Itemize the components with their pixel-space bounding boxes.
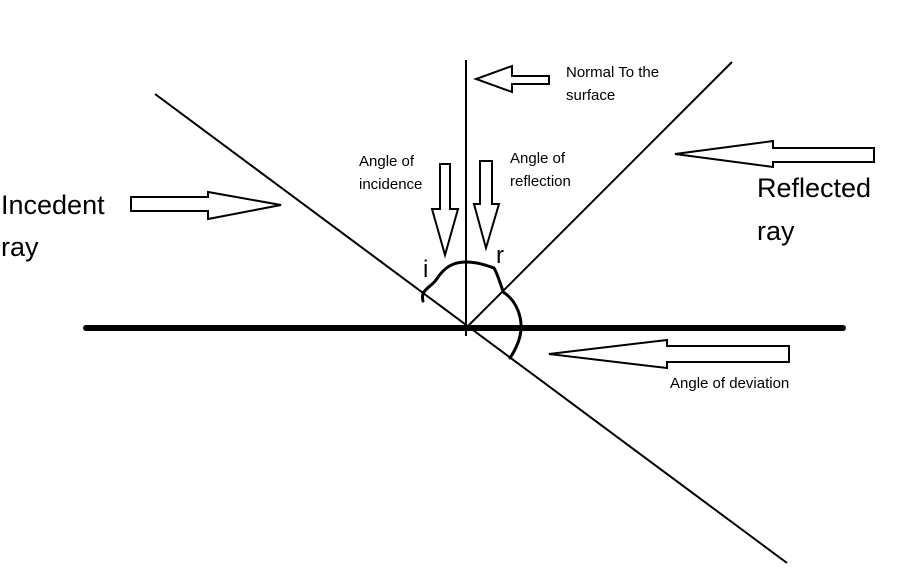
deviation-arrow bbox=[548, 338, 790, 370]
angle-i-label: i bbox=[423, 256, 428, 283]
reflection-label-line1: Angle of bbox=[510, 150, 566, 167]
angle-r-label: r bbox=[496, 242, 504, 269]
incident-ray-line bbox=[154, 93, 788, 564]
incidence-label-line2: incidence bbox=[359, 176, 422, 193]
incidence-reflection-arc bbox=[420, 260, 505, 303]
incident-ray-arrow bbox=[130, 190, 282, 221]
reflected-ray-arrow bbox=[674, 139, 875, 169]
reflected-ray-label-line1: Reflected bbox=[757, 173, 871, 203]
incidence-label-line1: Angle of bbox=[359, 153, 415, 170]
reflection-label-line2: reflection bbox=[510, 173, 571, 190]
deviation-arc bbox=[501, 290, 523, 360]
normal-label-line2: surface bbox=[566, 87, 615, 104]
incident-ray-label-line1: Incedent bbox=[1, 190, 105, 220]
reflection-arrow bbox=[472, 160, 501, 252]
incident-ray-label-line2: ray bbox=[1, 232, 39, 262]
reflected-ray-line bbox=[465, 61, 733, 329]
reflected-ray-label-line2: ray bbox=[757, 216, 795, 246]
incidence-arrow bbox=[430, 163, 460, 259]
normal-label-line1: Normal To the bbox=[566, 64, 659, 81]
normal-arrow bbox=[473, 64, 550, 94]
deviation-label: Angle of deviation bbox=[670, 375, 789, 392]
